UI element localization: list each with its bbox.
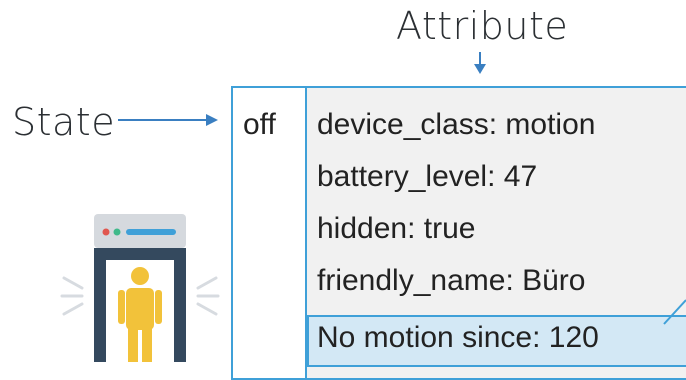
attribute-row: hidden: true xyxy=(317,212,476,245)
attribute-arrow-line xyxy=(479,52,481,66)
state-arrow-line xyxy=(118,119,208,121)
attribute-column: device_class: motion battery_level: 47 h… xyxy=(307,88,686,378)
attribute-arrow-head xyxy=(474,64,486,74)
state-annotation-label: State xyxy=(12,100,116,144)
state-arrow-head xyxy=(206,114,218,126)
entity-state-table: off device_class: motion battery_level: … xyxy=(231,86,686,380)
connector-line xyxy=(663,299,686,325)
metal-detector-gate-icon xyxy=(60,214,220,362)
state-value: off xyxy=(243,108,276,141)
attribute-row: friendly_name: Büro xyxy=(317,264,586,297)
attribute-row: battery_level: 47 xyxy=(317,160,538,193)
attribute-annotation-label: Attribute xyxy=(396,4,569,48)
attribute-row: No motion since: 120 xyxy=(317,321,599,354)
state-column: off xyxy=(233,88,307,378)
attribute-row: device_class: motion xyxy=(317,108,596,141)
